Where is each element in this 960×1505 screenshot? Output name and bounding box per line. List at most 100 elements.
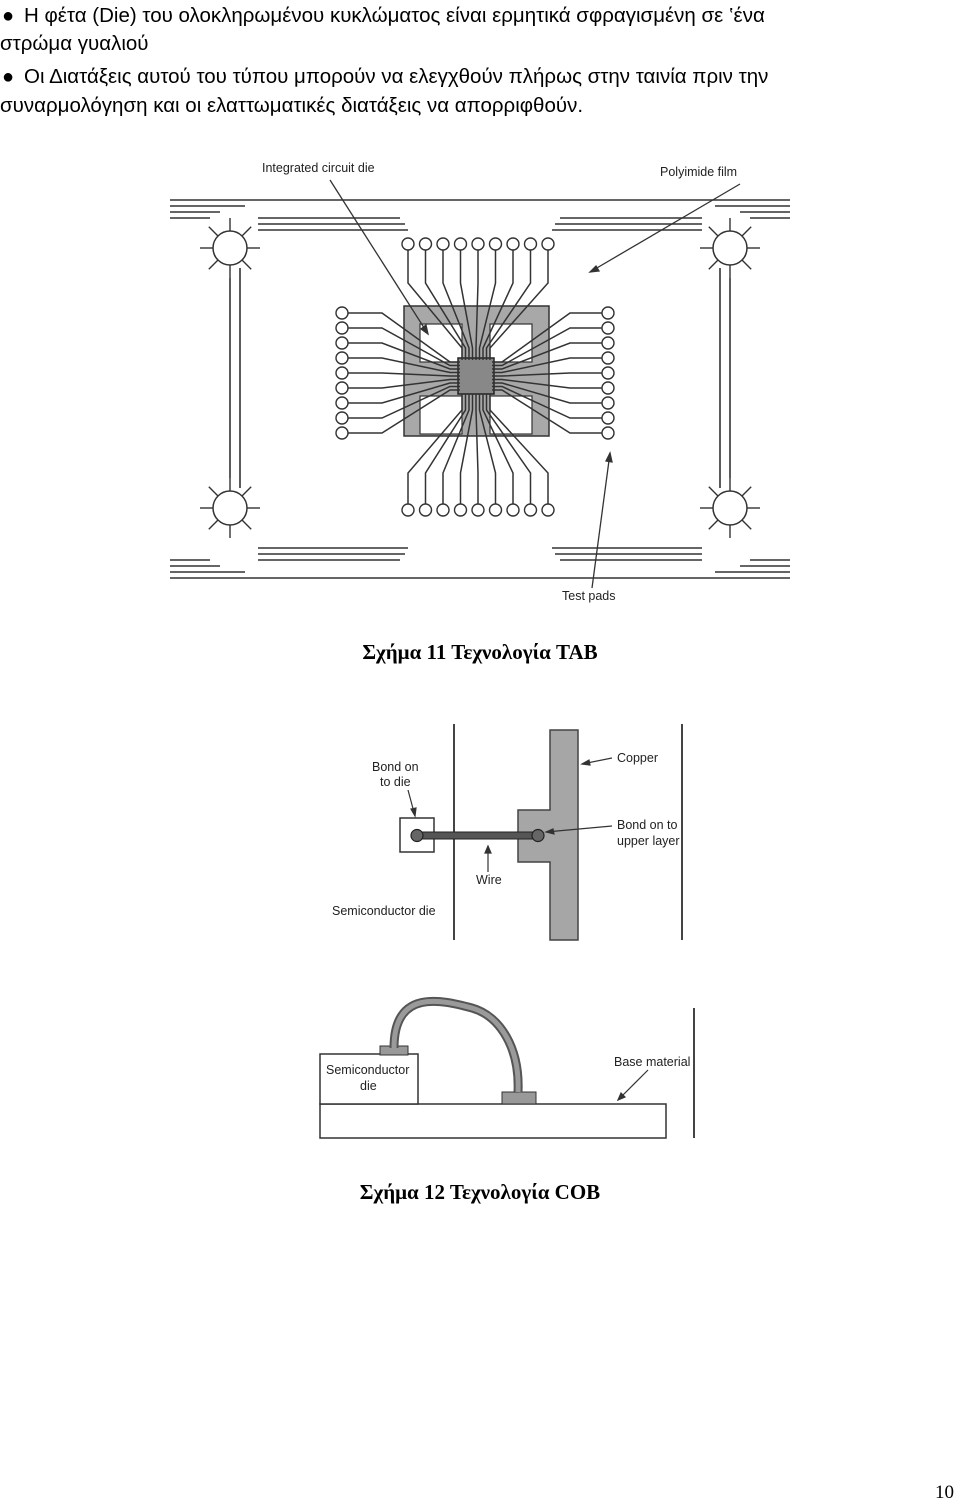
test-pad <box>488 237 503 251</box>
lead-trace <box>475 394 479 504</box>
test-pad <box>436 503 450 517</box>
test-pad <box>401 237 415 251</box>
test-pad <box>601 306 615 320</box>
semiconductor-die-block <box>319 1053 419 1105</box>
lead-trace <box>492 312 602 363</box>
corner-lead <box>241 226 252 237</box>
test-pad <box>335 336 349 350</box>
test-pad <box>335 321 349 335</box>
test-pad <box>506 237 520 251</box>
corner-lead <box>741 519 752 530</box>
test-pad <box>541 237 555 251</box>
corner-lead <box>708 259 719 270</box>
test-pad <box>601 321 615 335</box>
figure-11-caption: Σχήμα 11 Τεχνολογία TAB <box>362 640 598 664</box>
corner-lead <box>708 519 719 530</box>
test-pad <box>418 237 433 251</box>
test-pad <box>601 426 615 440</box>
test-pad <box>523 237 538 251</box>
corner-lead <box>241 519 252 530</box>
bond-wire <box>413 831 539 840</box>
bullet-text-continued: στρώμα γυαλιού <box>0 32 149 55</box>
corner-lead <box>741 486 752 497</box>
test-pad <box>335 381 349 395</box>
label-bond-upper-2: upper layer <box>617 834 680 848</box>
cob-side-svg: Semiconductor die Base material <box>262 948 702 1144</box>
label-semiconductor-die: Semiconductor die <box>332 904 436 918</box>
label-semiconductor: Semiconductor <box>326 1063 409 1077</box>
label-wire: Wire <box>476 873 502 887</box>
test-pad <box>453 503 468 517</box>
lead-trace <box>489 250 549 360</box>
lead-trace <box>482 250 514 360</box>
test-pad <box>471 503 485 517</box>
cob-plan-svg: Bond on to die Copper Bond on to upper l… <box>262 722 692 944</box>
test-pad <box>453 237 468 251</box>
label-integrated-circuit-die: Integrated circuit die <box>262 161 375 175</box>
lead-trace <box>348 389 460 434</box>
test-pad <box>471 237 485 251</box>
label-polyimide-film: Polyimide film <box>660 165 737 179</box>
lead-trace <box>492 389 602 434</box>
corner-lead <box>708 226 719 237</box>
lead-trace <box>348 312 460 363</box>
lead-trace <box>348 382 460 404</box>
lead-trace <box>348 342 460 370</box>
test-pad <box>601 351 615 365</box>
test-pad <box>601 366 615 380</box>
corner-lead <box>241 486 252 497</box>
corner-lead <box>741 226 752 237</box>
label-base-material: Base material <box>614 1055 690 1069</box>
lead-trace <box>459 394 474 504</box>
test-pad <box>488 503 503 517</box>
lead-trace <box>489 394 549 504</box>
test-pad <box>601 411 615 425</box>
test-pad <box>601 381 615 395</box>
test-pad <box>523 503 538 517</box>
test-pad <box>401 503 415 517</box>
corner-lead <box>208 259 219 270</box>
bullet-text: Η φέτα (Die) του ολοκληρωμένου κυκλώματο… <box>24 4 765 27</box>
lead-trace <box>424 250 467 360</box>
lead-trace <box>348 327 460 367</box>
bullet-dot-icon: ● <box>2 5 15 27</box>
lead-trace <box>442 394 470 504</box>
figure-tab-diagram: Integrated circuit die Polyimide film Te… <box>150 148 810 613</box>
test-pad <box>335 351 349 365</box>
test-pad <box>335 396 349 410</box>
copper-trace <box>517 729 579 941</box>
test-pad <box>601 396 615 410</box>
test-pad <box>506 503 520 517</box>
bullet-dot-icon: ● <box>2 66 15 88</box>
label-bond-upper: Bond on to <box>617 818 678 832</box>
lead-trace <box>407 250 463 360</box>
lead-trace <box>485 250 532 360</box>
lead-trace <box>492 372 602 377</box>
corner-lead <box>208 519 219 530</box>
test-pad <box>541 503 555 517</box>
bullet-text-continued: συναρμολόγηση και οι ελαττωματικές διατά… <box>0 94 584 117</box>
corner-lead <box>208 486 219 497</box>
ic-die <box>457 357 495 395</box>
lead-trace <box>475 250 479 360</box>
label-copper: Copper <box>617 751 658 765</box>
lead-trace <box>492 327 602 367</box>
figure-cob-plan-diagram: Bond on to die Copper Bond on to upper l… <box>262 722 692 944</box>
bullet-text: Οι Διατάξεις αυτού του τύπου μπορούν να … <box>24 65 769 88</box>
label-bond-on-die-2: to die <box>380 775 411 789</box>
page-number: 10 <box>935 1482 954 1503</box>
lead-trace <box>492 342 602 370</box>
lead-trace <box>348 372 460 377</box>
lead-trace <box>492 378 602 389</box>
corner-lead <box>708 486 719 497</box>
lead-trace <box>478 250 497 360</box>
corner-lead <box>241 259 252 270</box>
lead-trace <box>348 357 460 374</box>
lead-trace <box>492 357 602 374</box>
lead-trace <box>478 394 497 504</box>
corner-lead <box>741 259 752 270</box>
lead-trace <box>482 394 514 504</box>
lead-trace <box>485 394 532 504</box>
lead-trace <box>424 394 467 504</box>
test-pad <box>335 366 349 380</box>
